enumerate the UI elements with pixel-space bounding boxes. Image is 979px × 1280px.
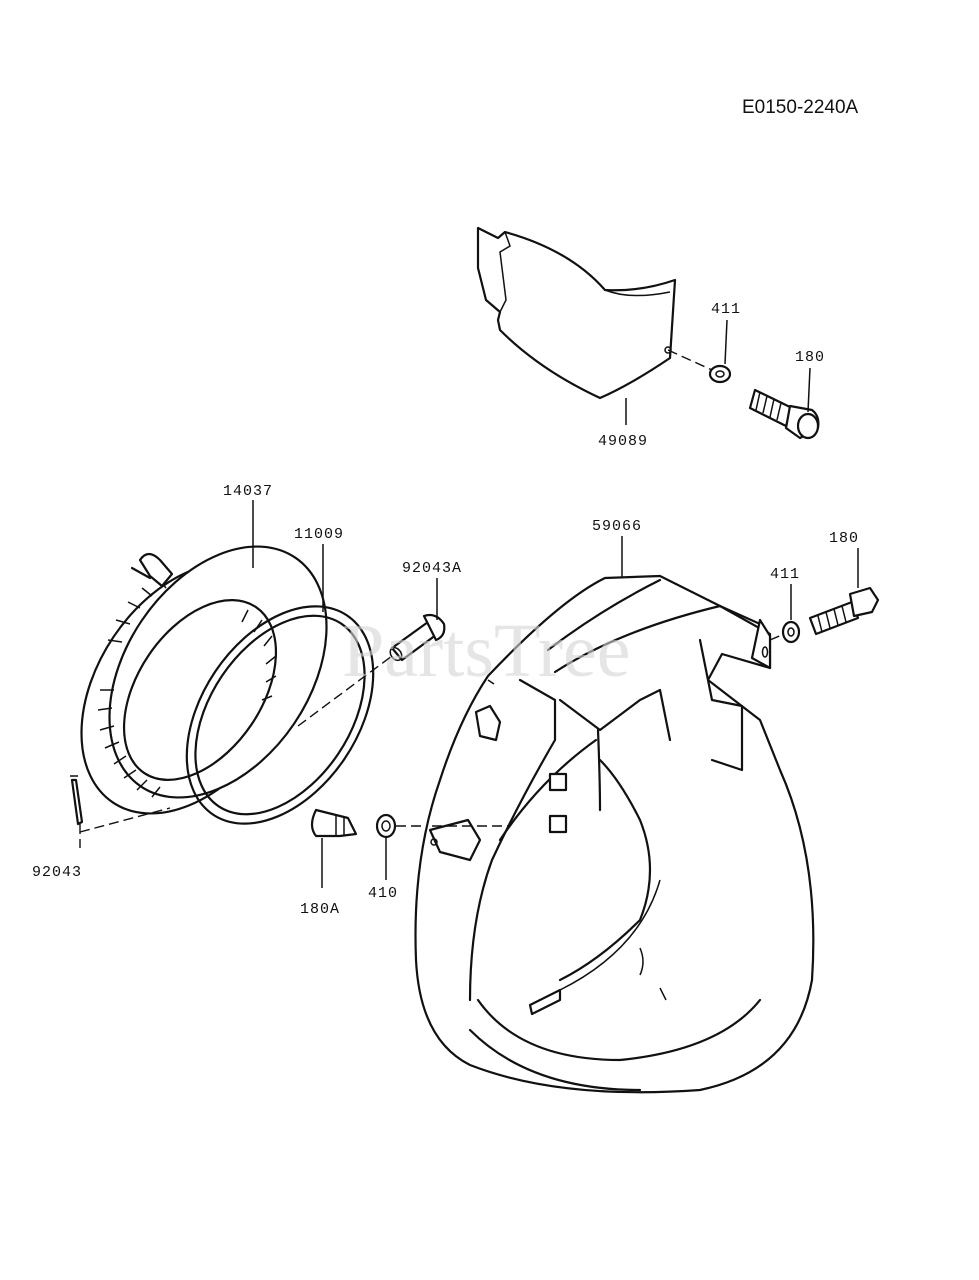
part-label-411-top[interactable]: 411 [711, 301, 741, 318]
ring-11009[interactable] [148, 572, 412, 858]
watermark: PartsTree [342, 609, 631, 693]
starter-grille-14037[interactable] [37, 506, 372, 854]
part-label-14037[interactable]: 14037 [223, 483, 273, 500]
part-label-410[interactable]: 410 [368, 885, 398, 902]
washer-410[interactable] [375, 813, 397, 839]
bolt-180-top[interactable] [748, 388, 820, 440]
washer-411-right[interactable] [781, 620, 801, 644]
part-label-92043[interactable]: 92043 [32, 864, 82, 881]
pin-92043A[interactable] [388, 613, 446, 663]
part-label-49089[interactable]: 49089 [598, 433, 648, 450]
cover-plate-49089[interactable] [476, 226, 677, 400]
part-label-59066[interactable]: 59066 [592, 518, 642, 535]
part-label-11009[interactable]: 11009 [294, 526, 344, 543]
washer-411-top[interactable] [708, 364, 732, 384]
blower-housing-59066[interactable] [414, 574, 815, 1094]
part-label-180-top[interactable]: 180 [795, 349, 825, 366]
diagram-code: E0150-2240A [742, 97, 859, 118]
part-label-180A[interactable]: 180A [300, 901, 340, 918]
part-label-92043A[interactable]: 92043A [402, 560, 462, 577]
plug-180A[interactable] [310, 808, 358, 838]
part-label-411-right[interactable]: 411 [770, 566, 800, 583]
part-label-180-right[interactable]: 180 [829, 530, 859, 547]
pin-92043[interactable] [70, 775, 84, 826]
bolt-180-right[interactable] [808, 586, 880, 636]
